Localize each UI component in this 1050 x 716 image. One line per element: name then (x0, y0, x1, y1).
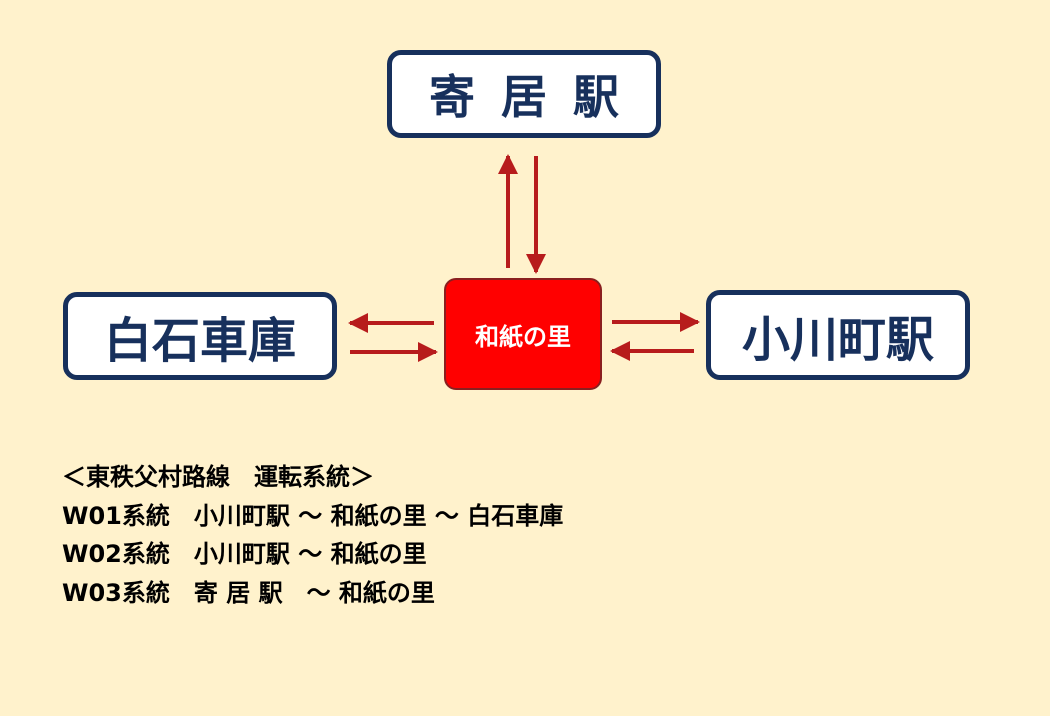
route-w03: W03系統 寄 居 駅 ～ 和紙の里 (62, 578, 435, 607)
station-shiraishi-depot: 白石車庫 (63, 292, 337, 380)
route-list-header: ＜東秩父村路線 運転系統＞ (62, 463, 374, 491)
station-yorii: 寄居駅 (387, 50, 661, 138)
route-w02: W02系統 小川町駅 ～ 和紙の里 (62, 540, 427, 568)
route-w01: W01系統 小川町駅 ～ 和紙の里 ～ 白石車庫 (62, 501, 564, 530)
station-ogawamachi: 小川町駅 (706, 290, 970, 380)
hub-washi-no-sato: 和紙の里 (444, 278, 602, 390)
route-list: ＜東秩父村路線 運転系統＞ W01系統 小川町駅 ～ 和紙の里 ～ 白石車庫 W… (62, 458, 563, 612)
